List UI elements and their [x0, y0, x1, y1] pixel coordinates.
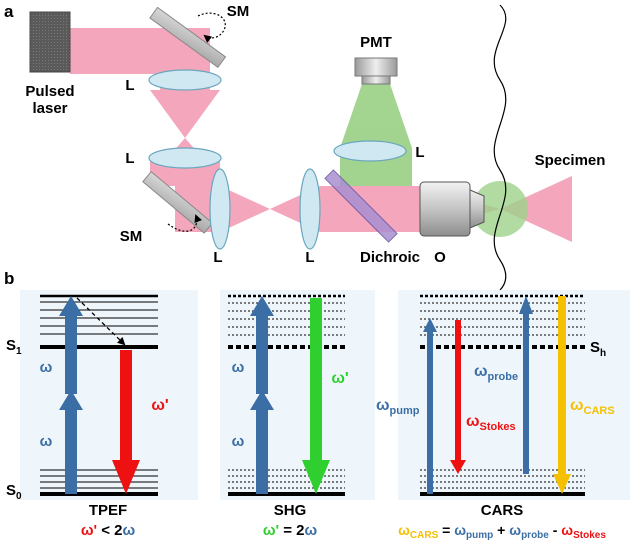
tpef-diagram: ω ω ω' S1 S0 TPEF ω' < 2ω — [6, 294, 169, 539]
fluorescence-light — [340, 84, 412, 186]
shg-background — [220, 290, 375, 500]
panel-b: b — [4, 269, 630, 541]
cars-sh-label: Sh — [590, 339, 606, 359]
shg-title: SHG — [274, 502, 307, 519]
pulsed-laser-label-2: laser — [32, 100, 67, 117]
lens-top-label: L — [125, 77, 134, 94]
shg-omega-prime: ω' — [331, 370, 348, 387]
cars-stokes-label: ωStokes — [466, 413, 516, 433]
cars-title: CARS — [481, 502, 524, 519]
sm-top-label: SM — [227, 3, 250, 20]
dichroic-label: Dichroic — [360, 249, 420, 266]
shg-diagram: ω ω ω' SHG ω' = 2ω — [228, 294, 349, 539]
tpef-s1-label: S1 — [6, 337, 22, 357]
tpef-omega-upper: ω — [40, 359, 53, 376]
lens-middle-label: L — [125, 150, 134, 167]
rotation-arrow-top — [197, 12, 226, 43]
lens-right-1 — [209, 168, 231, 250]
tpef-background — [20, 290, 198, 500]
panel-a: a Pulsed laser SM — [4, 2, 606, 291]
specimen-label: Specimen — [535, 152, 606, 169]
cars-diagram: ωpump ωStokes ωprobe ωCARS Sh CARS ωCARS… — [376, 294, 615, 541]
lens-pmt-label: L — [415, 144, 424, 161]
tpef-omega-lower: ω — [40, 433, 53, 450]
cars-probe-label: ωprobe — [474, 363, 518, 383]
rotation-arrow-bottom — [167, 214, 202, 232]
lens-right-1-label: L — [213, 249, 222, 266]
dichroic-mirror — [324, 169, 398, 243]
tpef-omega-prime: ω' — [151, 397, 168, 414]
lens-middle — [148, 147, 222, 169]
sm-bottom-label: SM — [120, 228, 143, 245]
pmt-detector — [354, 57, 398, 85]
tpef-s0-label: S0 — [6, 482, 22, 502]
specimen-region — [472, 181, 528, 237]
specimen-line — [493, 4, 507, 291]
cars-signal-label: ωCARS — [570, 397, 615, 417]
shg-omega-upper: ω — [232, 359, 245, 376]
lens-top — [148, 69, 222, 91]
scan-mirror-top — [149, 6, 227, 69]
pulsed-laser-box — [29, 11, 71, 73]
cars-pump-label: ωpump — [376, 397, 420, 417]
objective-lens — [419, 181, 485, 237]
shg-equation: ω' = 2ω — [263, 522, 318, 539]
lens-right-2 — [299, 168, 321, 250]
pmt-label: PMT — [360, 34, 392, 51]
pulsed-laser-label-1: Pulsed — [25, 83, 74, 100]
lens-pmt — [333, 140, 407, 162]
panel-b-label: b — [4, 269, 14, 288]
objective-label: O — [434, 249, 446, 266]
shg-omega-lower: ω — [232, 433, 245, 450]
panel-a-label: a — [4, 2, 14, 21]
cars-background — [398, 290, 630, 500]
tpef-title: TPEF — [89, 502, 127, 519]
cars-equation: ωCARS = ωpump + ωprobe - ωStokes — [398, 522, 606, 541]
tpef-equation: ω' < 2ω — [81, 522, 136, 539]
lens-right-2-label: L — [305, 249, 314, 266]
